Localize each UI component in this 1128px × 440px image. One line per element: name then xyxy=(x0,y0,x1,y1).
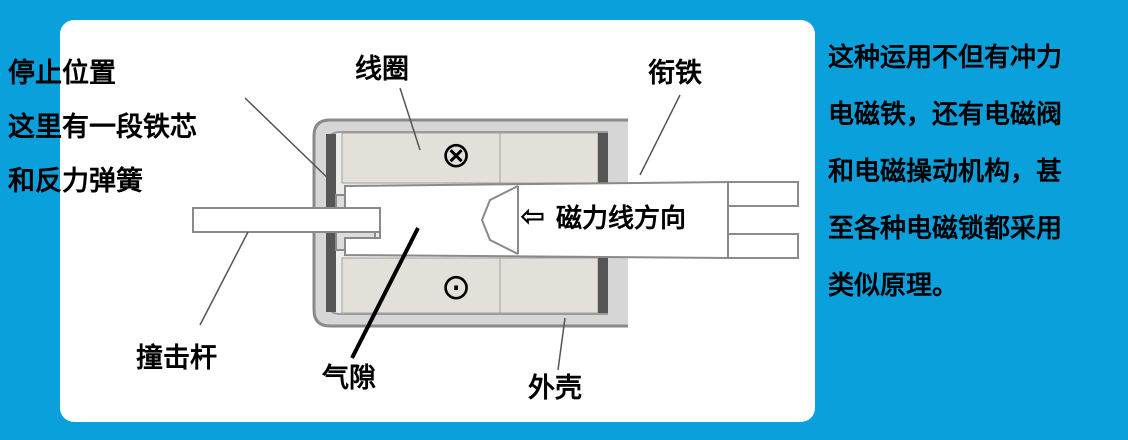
coil-bottom-left xyxy=(341,257,501,314)
current-out-of-page-icon: ⊙ xyxy=(441,267,472,308)
coil-bottom-right xyxy=(499,257,599,314)
prong-bottom xyxy=(727,233,799,259)
side-explanation: 这种运用不但有冲力 电磁铁，还有电磁阀 和电磁操动机构，甚 至各种电磁锁都采用 … xyxy=(828,30,1123,315)
stop-position-label-1: 停止位置 xyxy=(8,58,116,89)
prong-top xyxy=(727,181,799,207)
air-gap-label: 气隙 xyxy=(322,363,376,394)
plunger-label: 撞击杆 xyxy=(136,343,217,374)
coil-label: 线圈 xyxy=(355,54,409,85)
stop-position-label-3: 和反力弹簧 xyxy=(8,166,143,197)
side-line-5: 类似原理。 xyxy=(828,271,959,301)
side-line-2: 电磁铁，还有电磁阀 xyxy=(828,100,1063,130)
coil-top-right xyxy=(499,132,599,184)
current-into-page-icon: ⊗ xyxy=(441,135,472,176)
armature-head xyxy=(480,185,519,255)
armature-body xyxy=(344,180,729,260)
flux-direction-label: 磁力线方向 xyxy=(556,204,687,234)
side-line-3: 和电磁操动机构，甚 xyxy=(828,157,1063,187)
stop-position-label-2: 这里有一段铁芯 xyxy=(8,112,197,143)
coil-top-left xyxy=(341,132,501,184)
armature-label: 衔铁 xyxy=(648,58,702,89)
side-line-1: 这种运用不但有冲力 xyxy=(828,43,1063,73)
right-bar-bottom xyxy=(598,258,608,313)
flux-arrow-icon: ⇦ xyxy=(520,199,546,234)
right-bar-top xyxy=(598,133,608,183)
shell-label: 外壳 xyxy=(528,373,582,404)
side-line-4: 至各种电磁锁都采用 xyxy=(828,214,1063,244)
